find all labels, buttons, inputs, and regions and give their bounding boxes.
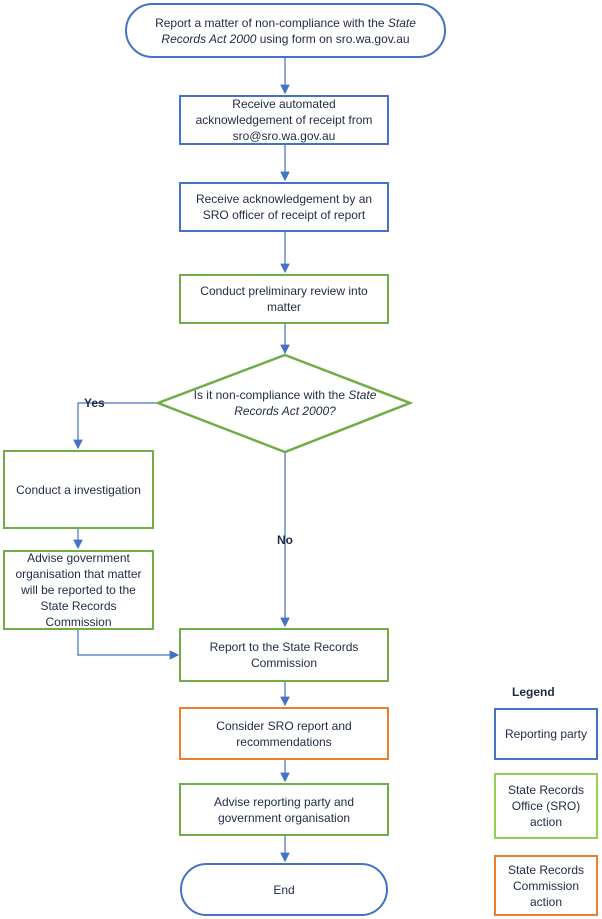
consider-box: Consider SRO report and recommendations — [179, 707, 389, 760]
decision-diamond — [154, 353, 414, 454]
review-text: Conduct preliminary review into matter — [200, 284, 368, 314]
review-box: Conduct preliminary review into matter — [179, 274, 389, 324]
end-terminal: End — [180, 863, 388, 916]
arrow-decision-yes — [73, 402, 158, 450]
legend-commission-action: State Records Commission action — [494, 855, 598, 916]
advise-parties-text: Advise reporting party and government or… — [213, 794, 355, 825]
ack-auto-box: Receive automated acknowledgement of rec… — [179, 95, 389, 145]
report-commission-text: Report to the State Records Commission — [209, 640, 359, 670]
legend-sro-action: State Records Office (SRO) action — [494, 773, 598, 839]
legend-title: Legend — [512, 685, 555, 699]
legend-reporting-party-text: Reporting party — [504, 727, 588, 741]
legend-sro-action-text: State Records Office (SRO) action — [507, 783, 585, 829]
start-terminal: Report a matter of non-compliance with t… — [125, 3, 446, 58]
no-label: No — [277, 533, 293, 547]
consider-text: Consider SRO report and recommendations — [216, 718, 352, 749]
advise-gov-box: Advise government organisation that matt… — [3, 550, 154, 630]
ack-auto-text: Receive automated acknowledgement of rec… — [195, 97, 373, 143]
end-text: End — [273, 882, 295, 897]
ack-officer-box: Receive acknowledgement by an SRO office… — [179, 182, 389, 232]
advise-parties-box: Advise reporting party and government or… — [179, 783, 389, 836]
yes-label: Yes — [84, 396, 105, 410]
report-commission-box: Report to the State Records Commission — [179, 628, 389, 682]
legend-commission-action-text: State Records Commission action — [507, 862, 585, 909]
investigate-box: Conduct a investigation — [3, 450, 154, 529]
start-text: Report a matter of non-compliance with t… — [155, 15, 416, 46]
decision-text: Is it non-compliance with the State Reco… — [193, 388, 377, 418]
advise-gov-text: Advise government organisation that matt… — [15, 551, 142, 629]
ack-officer-text: Receive acknowledgement by an SRO office… — [195, 192, 373, 222]
arrow-advise-to-report — [77, 630, 180, 660]
investigate-text: Conduct a investigation — [16, 482, 141, 497]
legend-reporting-party: Reporting party — [494, 708, 598, 760]
